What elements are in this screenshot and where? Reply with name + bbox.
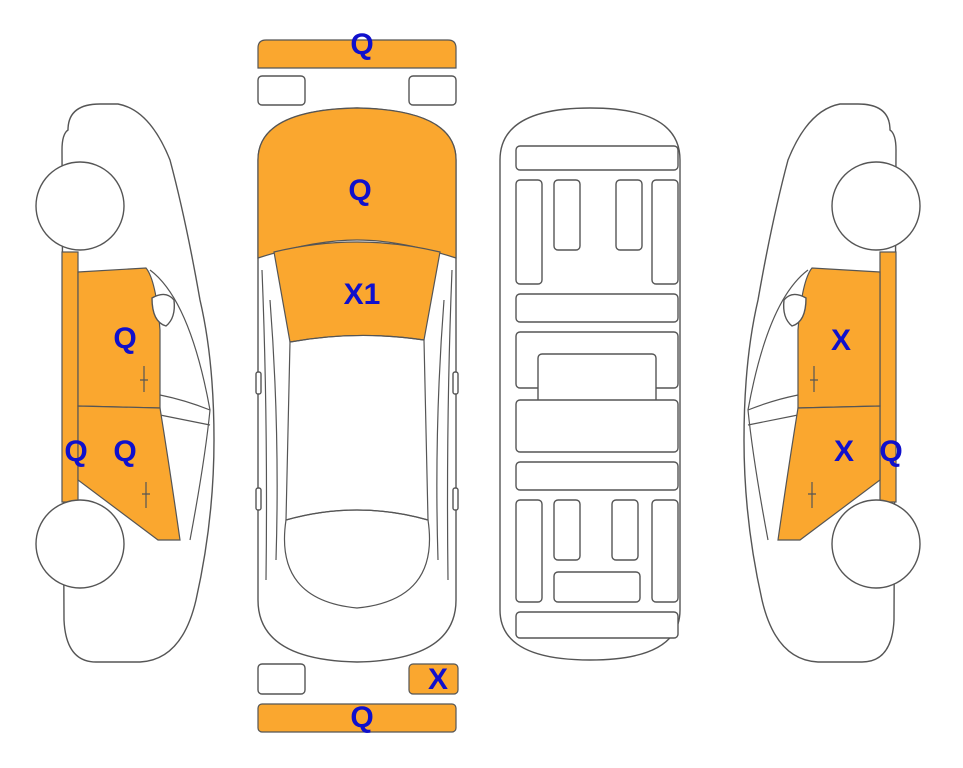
rear-left-light[interactable] [257,663,306,695]
front-bumper-label: Q [350,28,373,61]
windshield-label: X1 [344,278,381,311]
right-front-door-label: X [831,324,851,357]
rear-bumper-panel[interactable] [257,703,457,733]
front-left-light[interactable] [257,75,306,106]
left-front-door-label: Q [113,322,136,355]
front-right-light[interactable] [408,75,457,106]
right-rocker-label: Q [879,435,902,468]
left-rocker-label: Q [64,435,87,468]
hood-label: Q [348,174,371,207]
left-rear-door-panel[interactable] [77,405,181,541]
front-bumper-panel[interactable] [257,39,457,69]
right-rear-wheel [831,499,921,589]
left-rear-door-label: Q [113,435,136,468]
hood-panel[interactable] [257,107,457,259]
rear-right-light[interactable] [408,663,459,695]
right-rear-door-label: X [834,435,854,468]
rear-bumper-label: Q [350,701,373,734]
left-front-wheel [35,161,125,251]
right-front-wheel [831,161,921,251]
right-rear-door-panel[interactable] [777,405,881,541]
left-rear-wheel [35,499,125,589]
rear-right-light-label: X [428,663,448,696]
